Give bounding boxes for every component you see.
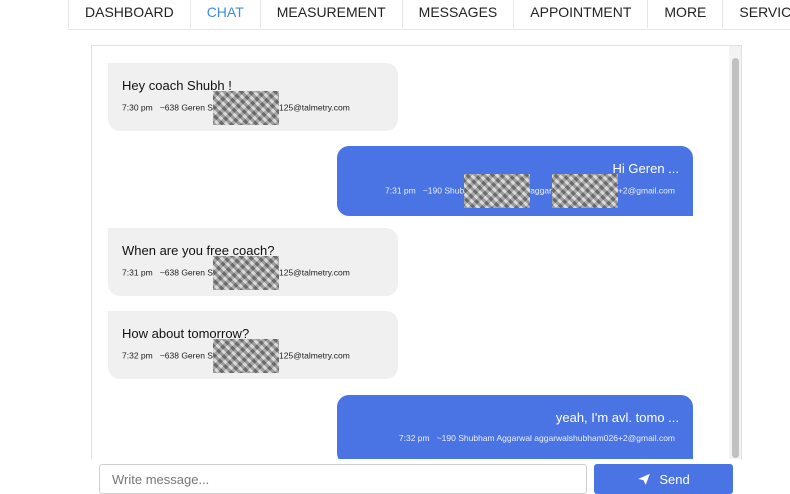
message-sender: ~638 Geren S (159, 267, 213, 278)
message-sender: ~190 Shub (422, 185, 465, 196)
redacted-pixelation (212, 91, 279, 125)
tab-measurement[interactable]: MEASUREMENT (261, 0, 403, 28)
message-text: Hi Geren ... (612, 161, 679, 176)
send-label: Send (659, 471, 690, 487)
message-sender-email: +2@gmail.com (617, 185, 675, 196)
send-button[interactable]: Send (594, 464, 733, 494)
message-sender-mid: aggar (530, 185, 552, 196)
message-sender-email: 125@talmetry.com (278, 350, 350, 361)
message-text: yeah, I'm avl. tomo ... (555, 410, 679, 425)
message-time: 7:31 pm (122, 267, 153, 278)
redacted-pixelation (212, 256, 279, 290)
tab-dashboard[interactable]: DASHBOARD (68, 0, 191, 28)
scrollbar-thumb[interactable] (732, 58, 739, 458)
outgoing-message: Hi Geren ... 7:31 pm ~190 Shub aggar +2@gm… (337, 146, 693, 216)
message-input[interactable] (99, 464, 587, 494)
message-text: When are you free coach? (122, 243, 275, 258)
incoming-message: How about tomorrow? 7:32 pm ~638 Geren S… (108, 311, 398, 379)
chat-message-list[interactable]: Hey coach Shubh ! 7:30 pm ~638 Geren S 12… (92, 46, 729, 459)
top-nav-tabs: DASHBOARD CHAT MEASUREMENT MESSAGES APPO… (68, 0, 790, 30)
message-time: 7:32 pm (122, 350, 153, 361)
tab-more[interactable]: MORE (648, 0, 724, 28)
message-meta: 7:31 pm ~190 Shub aggar +2@gmail.com (337, 174, 693, 208)
message-text: Hey coach Shubh ! (122, 78, 232, 93)
message-composer: Send (91, 459, 742, 494)
chat-scrollbar[interactable] (729, 46, 741, 459)
tab-chat[interactable]: CHAT (191, 0, 261, 28)
message-meta: 7:31 pm ~638 Geren S 125@talmetry.com (108, 256, 398, 290)
tab-appointment[interactable]: APPOINTMENT (514, 0, 649, 28)
message-text: How about tomorrow? (122, 326, 250, 341)
message-time: 7:31 pm (385, 185, 416, 196)
message-sender-email: 125@talmetry.com (278, 102, 350, 113)
redacted-pixelation (464, 174, 531, 208)
incoming-message: Hey coach Shubh ! 7:30 pm ~638 Geren S 12… (108, 63, 398, 131)
redacted-pixelation (551, 174, 618, 208)
message-time: 7:32 pm (398, 433, 430, 443)
tab-messages[interactable]: MESSAGES (403, 0, 515, 28)
message-sender: ~638 Geren S (159, 102, 213, 113)
message-time: 7:30 pm (122, 102, 153, 113)
redacted-pixelation (212, 339, 279, 373)
tab-services[interactable]: SERVICES (723, 0, 790, 28)
message-sender: ~638 Geren S (159, 350, 213, 361)
message-sender: ~190 Shubham Aggarwal aggarwalshubham026… (436, 433, 675, 443)
paper-plane-icon (638, 473, 651, 485)
outgoing-message: yeah, I'm avl. tomo ... 7:32 pm ~190 Shu… (337, 395, 693, 459)
chat-panel: Hey coach Shubh ! 7:30 pm ~638 Geren S 12… (91, 45, 742, 459)
message-meta: 7:32 pm ~638 Geren S 125@talmetry.com (108, 339, 398, 373)
message-sender-email: 125@talmetry.com (278, 267, 350, 278)
incoming-message: When are you free coach? 7:31 pm ~638 Ge… (108, 228, 398, 296)
message-meta: 7:30 pm ~638 Geren S 125@talmetry.com (108, 91, 398, 125)
message-meta: 7:32 pm ~190 Shubham Aggarwal aggarwalsh… (337, 433, 693, 443)
